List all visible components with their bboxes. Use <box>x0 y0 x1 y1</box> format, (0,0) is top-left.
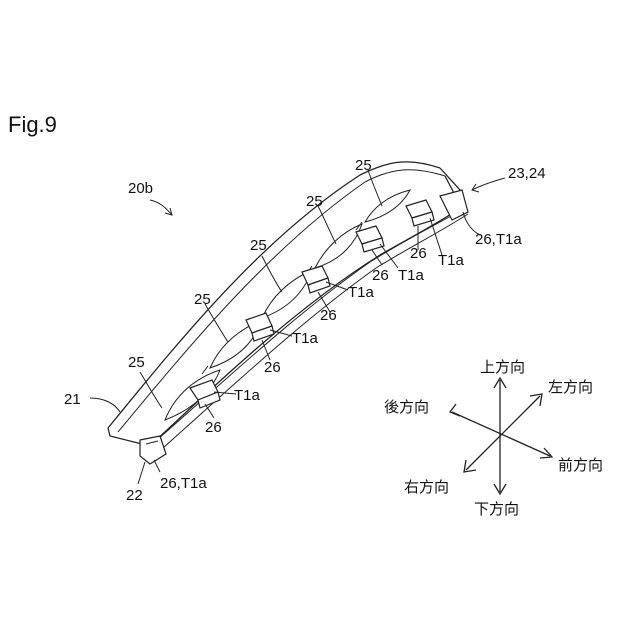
label-front-end-22: 22 <box>126 487 143 504</box>
label-tab-t1a: T1a <box>292 330 319 347</box>
label-ends-23-24: 23,24 <box>508 165 546 182</box>
clip-5 <box>406 200 434 226</box>
label-panel-25: 25 <box>355 157 372 174</box>
direction-down: 下方向 <box>474 500 519 518</box>
label-tab-t1a: T1a <box>398 267 425 284</box>
label-clip-26: 26 <box>410 245 427 262</box>
label-front-clip: 26,T1a <box>160 475 207 492</box>
label-tab-t1a: T1a <box>234 387 261 404</box>
label-panel-25: 25 <box>306 193 323 210</box>
direction-up: 上方向 <box>480 358 525 376</box>
direction-left: 左方向 <box>548 378 593 396</box>
label-tab-t1a: T1a <box>438 252 465 269</box>
label-tab-t1a: T1a <box>348 284 375 301</box>
figure-title: Fig.9 <box>8 112 57 137</box>
label-panel-25: 25 <box>128 354 145 371</box>
direction-rear: 後方向 <box>384 398 429 416</box>
direction-right: 右方向 <box>404 478 449 496</box>
label-clip-26: 26 <box>264 359 281 376</box>
label-assembly-20b: 20b <box>128 180 153 197</box>
label-panel-25: 25 <box>250 237 267 254</box>
label-clip-26: 26 <box>205 419 222 436</box>
label-rear-clip: 26,T1a <box>475 231 522 248</box>
label-body-21: 21 <box>64 391 81 408</box>
molding-body-drawing <box>108 162 468 464</box>
label-panel-25: 25 <box>194 291 211 308</box>
leader-lines <box>90 170 505 484</box>
direction-compass <box>450 378 552 494</box>
direction-front: 前方向 <box>558 456 603 474</box>
label-clip-26: 26 <box>320 307 337 324</box>
label-clip-26: 26 <box>372 267 389 284</box>
clip-3 <box>302 266 330 293</box>
